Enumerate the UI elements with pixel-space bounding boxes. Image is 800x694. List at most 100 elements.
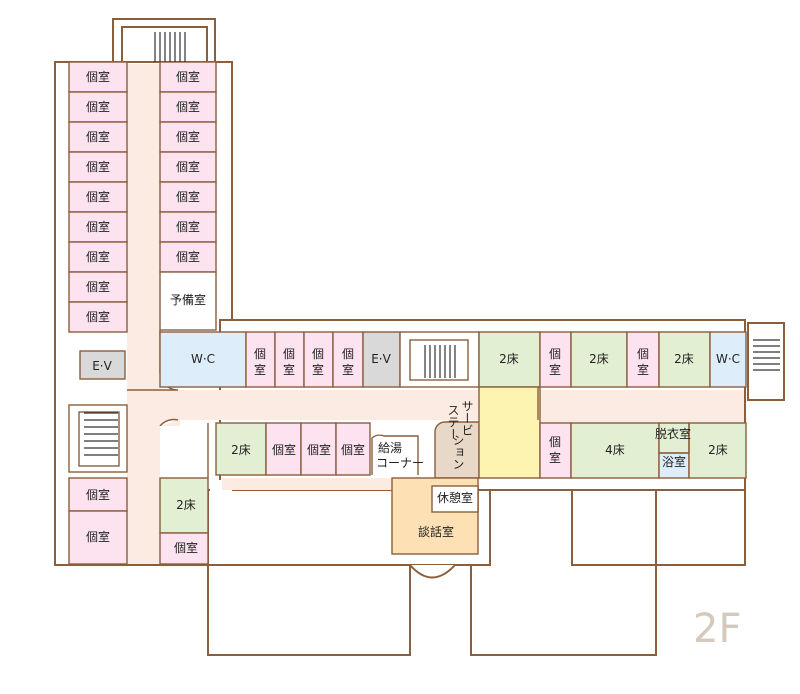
label-private-room: 個 (342, 347, 354, 361)
label-service-station-col2: ステー (446, 404, 460, 440)
label-private-room: 個室 (341, 442, 365, 457)
label-private-room: 個室 (307, 442, 331, 457)
right-stair-steps (753, 339, 780, 371)
label-private-room: 個室 (176, 249, 200, 264)
label-private-room: 室 (342, 362, 354, 377)
label-private-room: 個 (283, 347, 295, 361)
spare-room (159, 271, 217, 331)
private-room (159, 241, 217, 273)
label-private-room: 室 (312, 362, 324, 377)
label-private-room: 個室 (86, 529, 110, 544)
label-private-room: 個室 (176, 159, 200, 174)
private-room (159, 151, 217, 183)
label-private-room: 個室 (86, 249, 110, 264)
label-ward-2bed: 2床 (708, 443, 728, 457)
label-talk-room: 談話室 (418, 524, 454, 539)
label-ev-left: E·V (92, 359, 112, 373)
label-private-room: 個 (637, 347, 649, 361)
label-private-room: 個室 (86, 279, 110, 294)
label-private-room: 個室 (86, 99, 110, 114)
label-private-room: 個室 (176, 219, 200, 234)
top-row-rooms (159, 331, 747, 388)
private-room (332, 331, 364, 388)
left-wing-rooms (68, 61, 128, 565)
label-private-room: 室 (549, 362, 561, 377)
open-area (478, 386, 541, 479)
changing-room (659, 423, 689, 453)
label-private-room: 個 (312, 347, 324, 361)
label-spare-room: 予備室 (170, 292, 206, 307)
private-room (539, 331, 572, 388)
label-private-room: 室 (254, 362, 266, 377)
label-private-room: 個室 (272, 442, 296, 457)
room-labels: 個室 個室 個室 個室 個室 個室 個室 個室 個室 E·V 個室 個室 個室 … (86, 69, 740, 555)
ward-2bed (688, 422, 747, 479)
label-bath: 浴室 (662, 454, 686, 469)
label-private-room: 個 (549, 435, 561, 449)
label-changing-room: 脱衣室 (655, 426, 691, 441)
ward-4bed (570, 422, 660, 479)
elevator-left (79, 350, 126, 380)
private-room (68, 477, 128, 512)
label-ward-2bed: 2床 (176, 498, 196, 512)
private-room (159, 121, 217, 153)
private-room-lower (159, 532, 209, 565)
ward-2bed (570, 331, 628, 388)
label-private-room: 個室 (86, 309, 110, 324)
label-private-room: 個室 (86, 487, 110, 502)
label-ward-2bed: 2床 (674, 352, 694, 366)
label-service-station-col3: ション (451, 434, 465, 470)
private-room (159, 61, 217, 93)
ward-2bed-lower (159, 477, 209, 534)
label-private-room: 個室 (176, 69, 200, 84)
inner-wall-lines (207, 387, 539, 478)
private-room (159, 181, 217, 213)
private-room (626, 331, 660, 388)
private-room (300, 422, 337, 476)
private-room (335, 422, 371, 476)
inner-column-rooms (159, 61, 217, 331)
label-kyuto: 給湯 (378, 441, 402, 455)
left-stair-steps (84, 412, 118, 456)
private-room (245, 331, 276, 388)
ward-2bed (215, 422, 267, 476)
label-wc-left: W·C (191, 352, 215, 366)
private-room (68, 301, 128, 333)
label-service-station-col1: サービ (460, 400, 474, 436)
label-private-room: 個室 (176, 129, 200, 144)
label-wc-right: W·C (716, 352, 740, 366)
label-ward-2bed: 2床 (589, 352, 609, 366)
blank-room (160, 426, 208, 472)
label-private-room: 個室 (174, 540, 198, 555)
top-stair-steps (154, 32, 186, 62)
private-room (68, 271, 128, 303)
label-private-room: 室 (637, 362, 649, 377)
private-room (68, 510, 128, 565)
label-ev-center: E·V (371, 352, 391, 366)
label-private-room: 個室 (86, 219, 110, 234)
label-ward-2bed: 2床 (231, 443, 251, 457)
label-private-room: 室 (549, 450, 561, 465)
elevator-center (362, 331, 401, 388)
label-private-room: 個 (549, 347, 561, 361)
label-ward-4bed: 4床 (605, 443, 625, 457)
label-private-room: 個室 (86, 69, 110, 84)
ward-2bed (658, 331, 711, 388)
private-room (265, 422, 302, 476)
label-private-room: 個室 (176, 189, 200, 204)
label-private-room: 個室 (86, 189, 110, 204)
label-private-room: 個室 (86, 159, 110, 174)
label-private-room: 個室 (86, 129, 110, 144)
private-room (68, 61, 128, 93)
private-room (68, 181, 128, 213)
label-private-room: 個 (254, 347, 266, 361)
floor-label: 2F (693, 606, 741, 652)
bottom-row-rooms (159, 386, 747, 565)
center-stair-steps (424, 345, 456, 378)
label-private-room: 個室 (176, 99, 200, 114)
corridor (127, 64, 744, 564)
label-corner: コーナー (376, 456, 424, 470)
label-ward-2bed: 2床 (499, 352, 519, 366)
label-private-room: 室 (283, 362, 295, 377)
